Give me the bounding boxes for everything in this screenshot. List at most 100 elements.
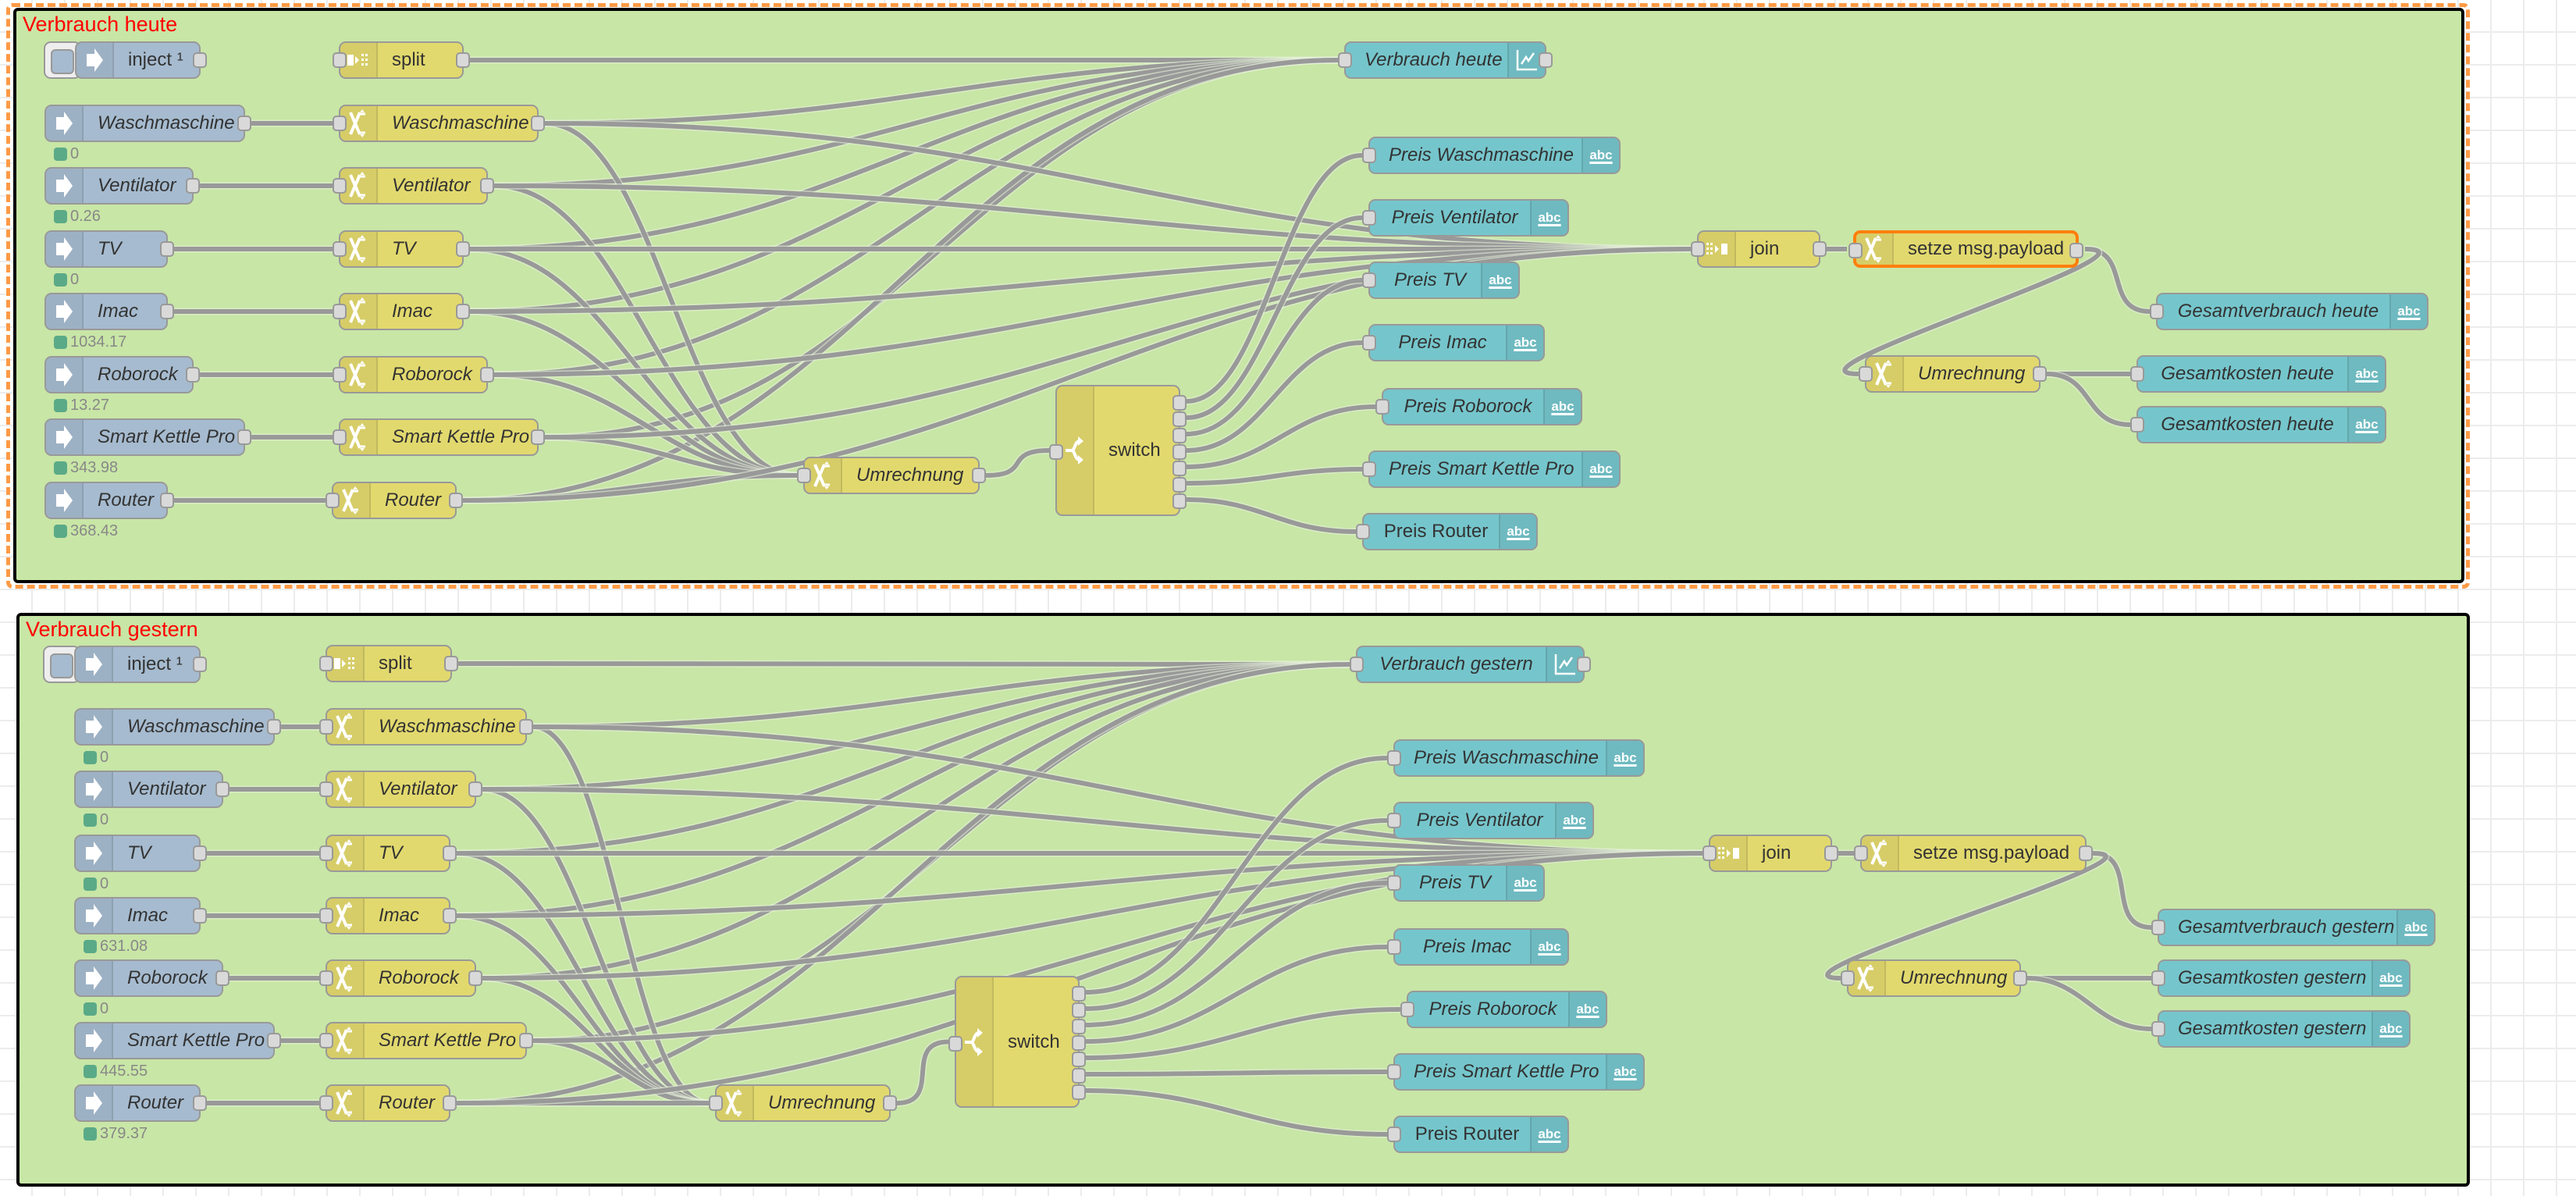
- output-port[interactable]: [186, 178, 200, 194]
- input-port[interactable]: [1387, 875, 1401, 891]
- node-in-vent[interactable]: Ventilator: [74, 771, 229, 808]
- output-port[interactable]: [1072, 1068, 1086, 1084]
- input-port[interactable]: [1375, 399, 1389, 415]
- input-port[interactable]: [1400, 1002, 1414, 1017]
- input-port[interactable]: [2151, 1021, 2165, 1037]
- input-port[interactable]: [1387, 750, 1401, 766]
- output-port[interactable]: [186, 367, 200, 383]
- input-port[interactable]: [2150, 304, 2164, 319]
- output-port[interactable]: [193, 1095, 207, 1111]
- input-port[interactable]: [326, 493, 340, 508]
- output-port[interactable]: [215, 970, 229, 986]
- output-port[interactable]: [531, 429, 545, 445]
- output-port[interactable]: [160, 493, 174, 508]
- output-port[interactable]: [160, 241, 174, 257]
- input-port[interactable]: [333, 116, 347, 131]
- output-port[interactable]: [1172, 444, 1187, 460]
- input-port[interactable]: [2130, 366, 2144, 382]
- input-port[interactable]: [1049, 444, 1063, 460]
- node-in-robo[interactable]: Roborock: [74, 959, 229, 997]
- node-umrechnung[interactable]: Umrechnung: [709, 1084, 897, 1122]
- input-port[interactable]: [1350, 657, 1364, 672]
- input-port[interactable]: [1362, 148, 1376, 163]
- node-ch-imac[interactable]: Imac: [333, 293, 470, 330]
- node-inject[interactable]: inject ¹: [75, 41, 207, 79]
- output-port[interactable]: [1577, 657, 1591, 672]
- output-port[interactable]: [1172, 477, 1187, 493]
- node-join[interactable]: join: [1703, 835, 1838, 872]
- input-port[interactable]: [319, 781, 333, 797]
- node-in-imac[interactable]: Imac: [74, 897, 207, 934]
- output-port[interactable]: [267, 719, 281, 735]
- output-port[interactable]: [443, 1095, 457, 1111]
- input-port[interactable]: [1691, 241, 1705, 257]
- input-port[interactable]: [319, 1033, 333, 1048]
- output-port[interactable]: [237, 429, 251, 445]
- input-port[interactable]: [333, 304, 347, 319]
- output-port[interactable]: [160, 304, 174, 319]
- input-port[interactable]: [319, 719, 333, 735]
- output-port[interactable]: [456, 304, 470, 319]
- node-ch-skp[interactable]: Smart Kettle Pro: [333, 418, 545, 456]
- input-port[interactable]: [1854, 845, 1868, 861]
- node-ch-vent[interactable]: Ventilator: [333, 167, 494, 205]
- output-port[interactable]: [1813, 241, 1827, 257]
- input-port[interactable]: [1356, 524, 1370, 539]
- node-umrechnung[interactable]: Umrechnung: [797, 457, 986, 494]
- node-umrechnung2[interactable]: Umrechnung: [1859, 355, 2047, 393]
- node-in-router[interactable]: Router: [44, 482, 174, 519]
- input-port[interactable]: [333, 367, 347, 383]
- output-port[interactable]: [2079, 845, 2093, 861]
- output-port[interactable]: [1824, 845, 1838, 861]
- node-chart[interactable]: Verbrauch gestern: [1350, 646, 1591, 683]
- input-port[interactable]: [2151, 920, 2165, 935]
- input-port[interactable]: [709, 1095, 723, 1111]
- input-port[interactable]: [1362, 461, 1376, 477]
- input-port[interactable]: [319, 1095, 333, 1111]
- node-inject[interactable]: inject ¹: [74, 646, 207, 683]
- node-ch-tv[interactable]: TV: [333, 230, 470, 268]
- input-port[interactable]: [1362, 272, 1376, 288]
- node-ch-wasch[interactable]: Waschmaschine: [319, 708, 533, 746]
- output-port[interactable]: [237, 116, 251, 131]
- node-ch-imac[interactable]: Imac: [319, 897, 457, 934]
- input-port[interactable]: [2151, 970, 2165, 986]
- input-port[interactable]: [1387, 939, 1401, 955]
- node-in-tv[interactable]: TV: [74, 835, 207, 872]
- output-port[interactable]: [480, 367, 494, 383]
- node-in-wasch[interactable]: Waschmaschine: [44, 105, 251, 142]
- output-port[interactable]: [193, 52, 207, 68]
- output-port[interactable]: [449, 493, 463, 508]
- output-port[interactable]: [1072, 1052, 1086, 1067]
- input-port[interactable]: [319, 845, 333, 861]
- input-port[interactable]: [333, 178, 347, 194]
- node-ch-tv[interactable]: TV: [319, 835, 457, 872]
- output-port[interactable]: [1539, 52, 1553, 68]
- node-ch-vent[interactable]: Ventilator: [319, 771, 482, 808]
- node-umrechnung2[interactable]: Umrechnung: [1841, 959, 2027, 997]
- output-port[interactable]: [443, 908, 457, 924]
- output-port[interactable]: [480, 178, 494, 194]
- output-port[interactable]: [215, 781, 229, 797]
- input-port[interactable]: [1338, 52, 1352, 68]
- input-port[interactable]: [1387, 813, 1401, 828]
- output-port[interactable]: [193, 845, 207, 861]
- output-port[interactable]: [1172, 411, 1187, 427]
- output-port[interactable]: [2033, 366, 2047, 382]
- node-ch-robo[interactable]: Roborock: [319, 959, 482, 997]
- node-ch-router[interactable]: Router: [319, 1084, 457, 1122]
- output-port[interactable]: [1172, 428, 1187, 443]
- output-port[interactable]: [1072, 1035, 1086, 1051]
- node-in-imac[interactable]: Imac: [44, 293, 174, 330]
